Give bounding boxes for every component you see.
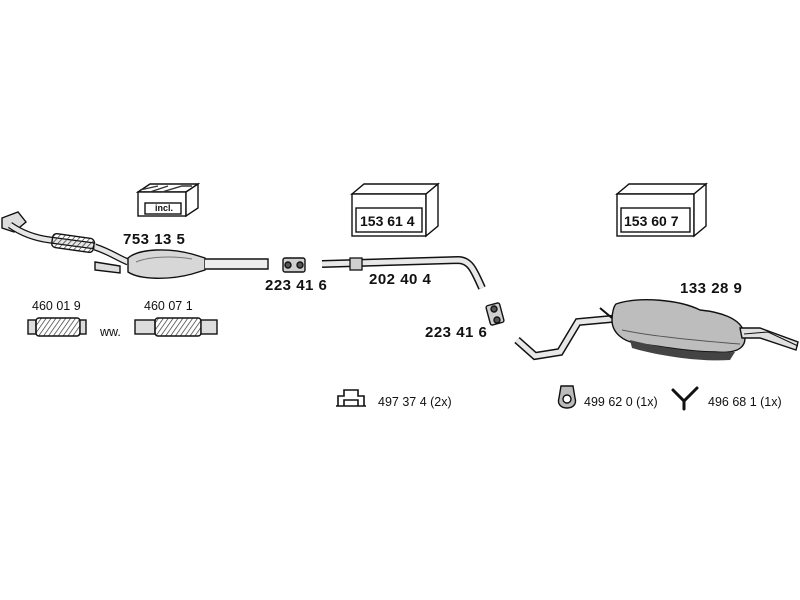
incl-label: incl.	[155, 203, 174, 213]
hanger-1-part-number: 497 37 4 (2x)	[378, 395, 452, 409]
clamp-left[interactable]	[282, 257, 306, 273]
rear-muffler[interactable]	[514, 299, 799, 361]
ww-label: ww.	[100, 325, 121, 339]
included-kit-box[interactable]	[135, 182, 201, 218]
rear-muffler-part-number: 133 28 9	[680, 280, 743, 297]
flex-a-part-number: 460 01 9	[32, 299, 81, 313]
front-pipe-part-number: 753 13 5	[123, 231, 186, 248]
hanger-icon-2	[557, 385, 577, 409]
flex-b-part-number: 460 07 1	[144, 299, 193, 313]
intermediate-pipe[interactable]	[321, 255, 486, 290]
center-box-part-number: 153 61 4	[360, 213, 415, 229]
hanger-2-part-number: 499 62 0 (1x)	[584, 395, 658, 409]
clamp-left-part-number: 223 41 6	[265, 277, 328, 294]
clamp-right[interactable]	[485, 302, 505, 326]
flex-pipe-a[interactable]	[27, 317, 87, 337]
right-package-box[interactable]	[615, 182, 708, 238]
hanger-icon-1	[336, 389, 366, 407]
hanger-3-part-number: 496 68 1 (1x)	[708, 395, 782, 409]
mid-pipe-part-number: 202 40 4	[369, 271, 432, 288]
flex-pipe-b[interactable]	[134, 317, 218, 337]
front-pipe-catalytic-converter[interactable]	[1, 211, 269, 279]
right-box-part-number: 153 60 7	[624, 213, 679, 229]
clamp-right-part-number: 223 41 6	[425, 324, 488, 341]
center-package-box[interactable]	[350, 182, 440, 238]
hanger-icon-3	[671, 386, 699, 411]
